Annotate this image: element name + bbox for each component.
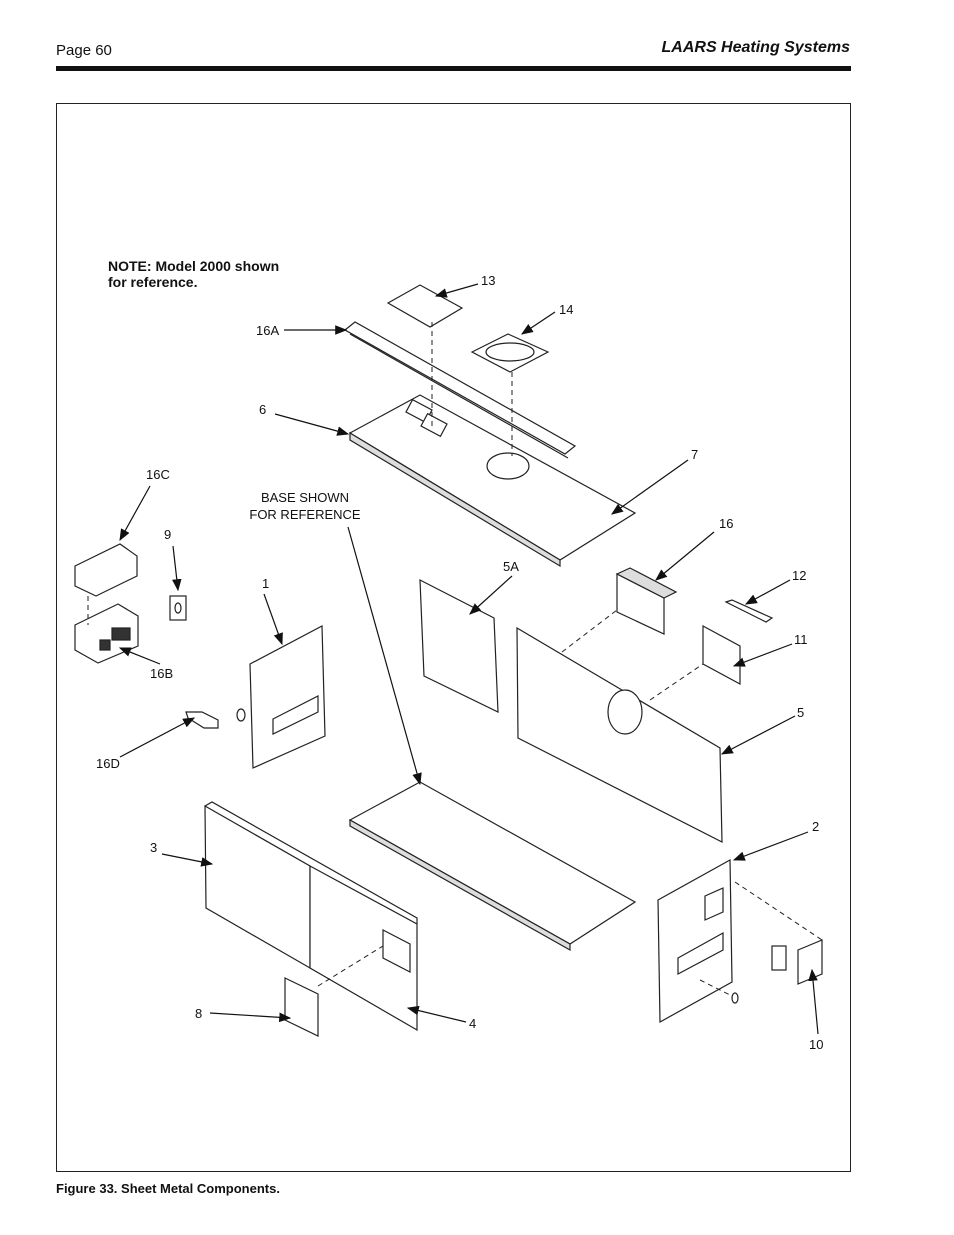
label-8: 8 xyxy=(195,1006,202,1021)
label-14: 14 xyxy=(559,302,573,317)
label-3: 3 xyxy=(150,840,157,855)
part-3-front-panel xyxy=(204,804,311,970)
part-4-front-panel xyxy=(309,864,418,1032)
brand-header: LAARS Heating Systems xyxy=(661,39,851,56)
label-16A: 16A xyxy=(256,323,279,338)
label-16D: 16D xyxy=(96,756,120,771)
part-6-cutout-b xyxy=(420,412,448,438)
label-6: 6 xyxy=(259,402,266,417)
page-number: Page 60 xyxy=(56,42,112,59)
base-note-line2: FOR REFERENCE xyxy=(249,507,361,522)
label-13: 13 xyxy=(481,273,495,288)
part-12-bracket xyxy=(724,599,774,623)
label-7: 7 xyxy=(691,447,698,462)
label-16B: 16B xyxy=(150,666,173,681)
figure-note-line1: NOTE: Model 2000 shown xyxy=(108,258,279,274)
label-16: 16 xyxy=(719,516,733,531)
part-8-access-panel xyxy=(284,977,319,1037)
part-5-rear-panel xyxy=(516,626,723,843)
figure-frame xyxy=(56,103,851,1172)
base-note-line1: BASE SHOWN xyxy=(261,490,349,505)
part-11-panel xyxy=(702,624,741,686)
part-6-top-panel xyxy=(348,394,637,561)
label-9: 9 xyxy=(164,527,171,542)
label-11: 11 xyxy=(794,632,808,647)
label-10: 10 xyxy=(809,1037,823,1052)
part-13-panel xyxy=(386,284,464,328)
header-rule xyxy=(56,66,851,71)
part-5-flue-hole xyxy=(607,689,643,735)
part-10-gasket xyxy=(771,945,787,971)
part-16A-rail xyxy=(343,321,577,455)
figure-note-line2: for reference. xyxy=(108,274,197,290)
label-1: 1 xyxy=(262,576,269,591)
part-10-cover xyxy=(797,939,823,985)
label-5: 5 xyxy=(797,705,804,720)
label-12: 12 xyxy=(792,568,806,583)
figure-caption: Figure 33. Sheet Metal Components. xyxy=(56,1181,280,1196)
label-16C: 16C xyxy=(146,467,170,482)
label-4: 4 xyxy=(469,1016,476,1031)
part-14-flue-ring xyxy=(485,342,535,362)
part-16C-cover xyxy=(74,543,138,597)
label-5A: 5A xyxy=(503,559,519,574)
label-2: 2 xyxy=(812,819,819,834)
part-6-flue-hole xyxy=(486,452,530,480)
part-1-side-panel xyxy=(249,625,326,769)
